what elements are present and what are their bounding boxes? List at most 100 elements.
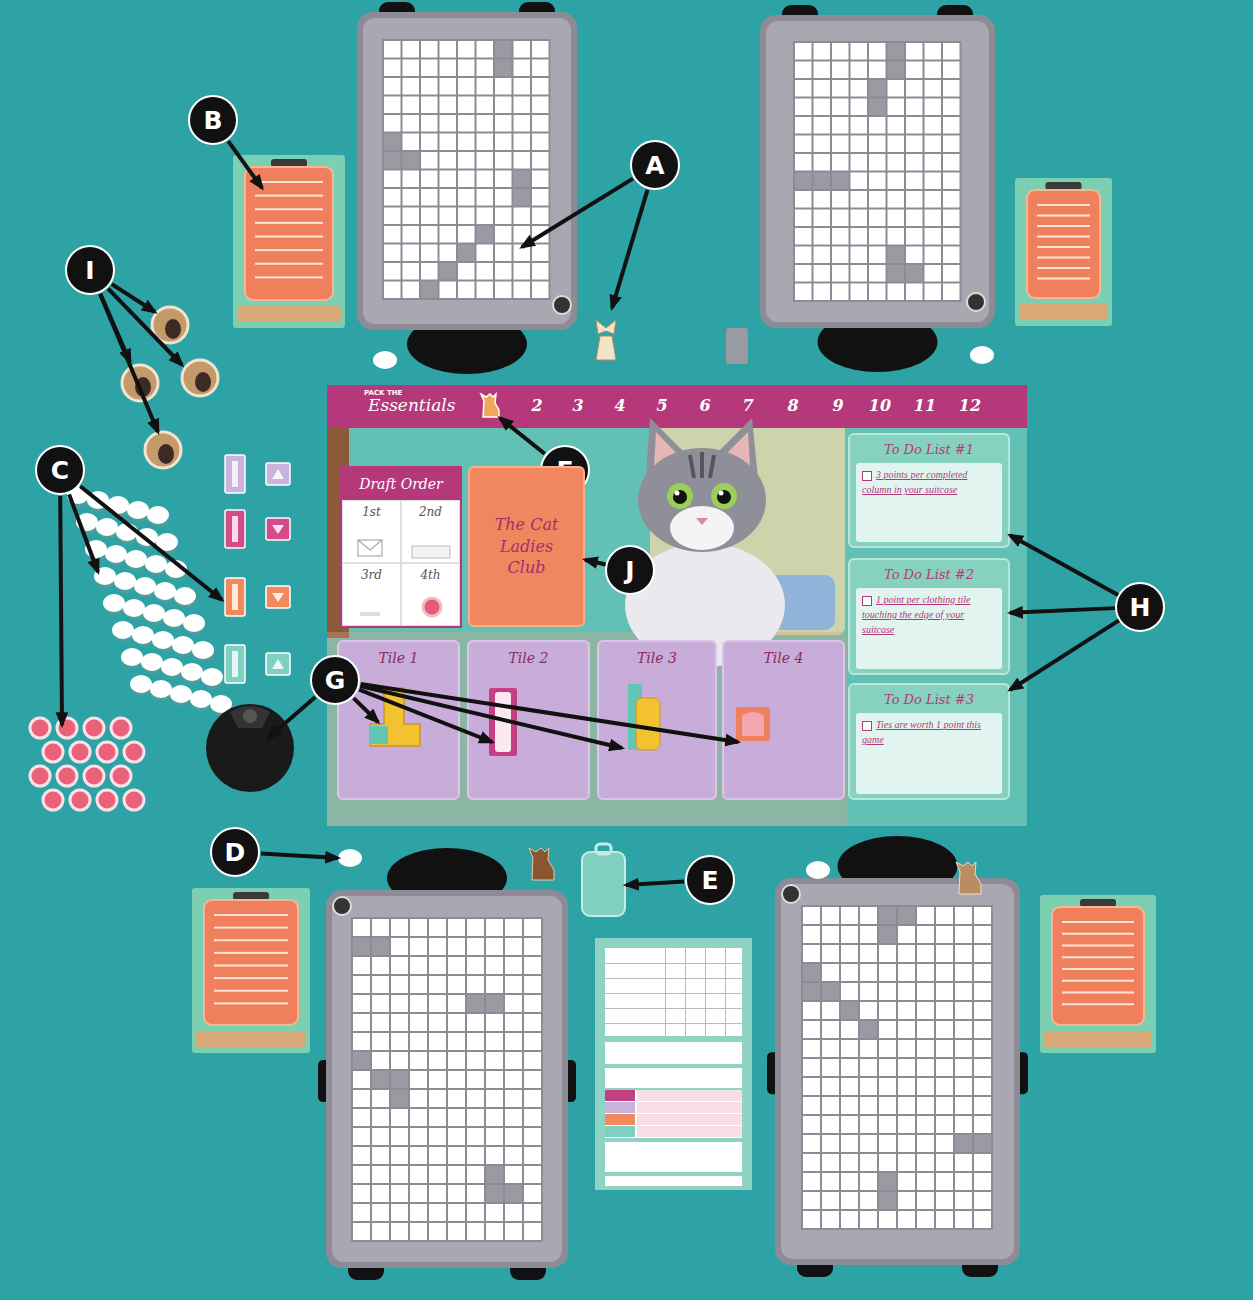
grid-cell bbox=[803, 1192, 820, 1209]
lock-icon bbox=[967, 293, 985, 311]
grid-cell bbox=[898, 1040, 915, 1057]
grid-cell bbox=[869, 265, 886, 282]
suitcase-wheel bbox=[519, 2, 555, 24]
grid-cell bbox=[448, 1052, 465, 1069]
grid-cell bbox=[505, 995, 522, 1012]
grid-cell bbox=[860, 945, 877, 962]
grid-cell bbox=[906, 62, 923, 79]
grid-cell bbox=[822, 1059, 839, 1076]
draft-place: 2nd bbox=[402, 505, 459, 519]
cat-token bbox=[145, 432, 181, 468]
grid-cell bbox=[898, 1116, 915, 1133]
clothing-token-shadow bbox=[124, 602, 146, 620]
sheet-footer bbox=[605, 1176, 742, 1186]
grid-cell bbox=[410, 1090, 427, 1107]
grid-cell bbox=[879, 1040, 896, 1057]
grid-cell bbox=[898, 1059, 915, 1076]
pointer-arrow bbox=[1010, 608, 1115, 613]
grid-cell bbox=[898, 1097, 915, 1114]
grid-cell bbox=[532, 189, 549, 206]
suitcase-wheel bbox=[510, 1258, 546, 1280]
clothing-token-shadow bbox=[151, 683, 173, 701]
cat-token bbox=[152, 307, 188, 343]
grid-cell bbox=[384, 152, 401, 169]
to-do-card: To Do List #3Ties are worth 1 point this… bbox=[848, 683, 1010, 800]
clothing-tile-part bbox=[636, 698, 660, 750]
grid-cell bbox=[391, 1052, 408, 1069]
clothing-token bbox=[183, 614, 205, 632]
grid-cell bbox=[353, 1090, 370, 1107]
leader-arrow bbox=[60, 496, 62, 725]
grid-cell bbox=[803, 1059, 820, 1076]
grid-cell bbox=[532, 152, 549, 169]
grid-cell bbox=[384, 245, 401, 262]
clothing-token bbox=[210, 695, 232, 713]
grid-cell bbox=[917, 1116, 934, 1133]
grid-cell bbox=[936, 1059, 953, 1076]
grid-cell bbox=[888, 210, 905, 227]
grid-cell bbox=[795, 136, 812, 153]
logo-script: Essentials bbox=[368, 395, 468, 415]
grid-cell bbox=[860, 964, 877, 981]
grid-cell bbox=[410, 938, 427, 955]
grid-cell bbox=[898, 983, 915, 1000]
clothing-token bbox=[147, 506, 169, 524]
grid-cell bbox=[410, 1033, 427, 1050]
clothing-token bbox=[96, 518, 118, 536]
color-marker bbox=[225, 455, 245, 493]
board-base bbox=[327, 385, 1027, 826]
grid-cell bbox=[486, 1147, 503, 1164]
grid-cell bbox=[421, 41, 438, 58]
grid-cell bbox=[410, 1223, 427, 1240]
grid-cell bbox=[421, 226, 438, 243]
cat-pupil bbox=[717, 490, 731, 504]
grid-cell bbox=[925, 284, 942, 301]
grid-cell bbox=[532, 282, 549, 299]
clothing-token-shadow bbox=[162, 661, 184, 679]
track-number: 10 bbox=[865, 396, 895, 415]
grid-cell bbox=[917, 1097, 934, 1114]
cube-arrow bbox=[272, 659, 284, 669]
grid-cell bbox=[906, 154, 923, 171]
clothing-token-shadow bbox=[117, 526, 139, 544]
grid-cell bbox=[421, 282, 438, 299]
grid-cell bbox=[429, 957, 446, 974]
suitcase-wheel bbox=[782, 5, 818, 27]
grid-cell bbox=[458, 97, 475, 114]
grid-cell bbox=[495, 60, 512, 77]
card-text-line bbox=[214, 990, 288, 992]
grid-cell bbox=[458, 189, 475, 206]
tile-heading: Tile 4 bbox=[724, 650, 843, 666]
clothing-token-shadow bbox=[115, 575, 137, 593]
card-text-line bbox=[1037, 278, 1090, 280]
grid-cell bbox=[458, 152, 475, 169]
callout-letter: B bbox=[203, 108, 222, 133]
tile-slot: Tile 3 bbox=[597, 640, 717, 800]
clothing-token bbox=[127, 501, 149, 519]
grid-cell bbox=[879, 1211, 896, 1228]
grid-cell bbox=[841, 1154, 858, 1171]
grid-cell bbox=[955, 907, 972, 924]
grid-cell bbox=[974, 1192, 991, 1209]
grid-cell bbox=[524, 1185, 541, 1202]
grid-cell bbox=[925, 43, 942, 60]
callout-circle: B bbox=[188, 95, 238, 145]
track-number: 9 bbox=[823, 396, 853, 415]
grid-cell bbox=[795, 191, 812, 208]
card-text-line bbox=[1062, 945, 1134, 947]
grid-cell bbox=[448, 1014, 465, 1031]
grid-cell bbox=[467, 1052, 484, 1069]
grid-cell bbox=[841, 1059, 858, 1076]
grid-cell bbox=[955, 1116, 972, 1133]
grid-cell bbox=[353, 919, 370, 936]
callout-letter: G bbox=[325, 668, 346, 693]
grid-cell bbox=[925, 265, 942, 282]
grid-cell bbox=[869, 136, 886, 153]
callout-letter: A bbox=[645, 153, 664, 178]
grid-cell bbox=[955, 926, 972, 943]
to-do-text: Ties are worth 1 point this game bbox=[856, 713, 1002, 794]
bow-meeple bbox=[596, 320, 616, 360]
draft-order-box: Draft Order1st2nd3rd4th bbox=[340, 466, 462, 628]
cube-arrow bbox=[272, 593, 284, 602]
sheet-color-cells bbox=[637, 1114, 742, 1125]
